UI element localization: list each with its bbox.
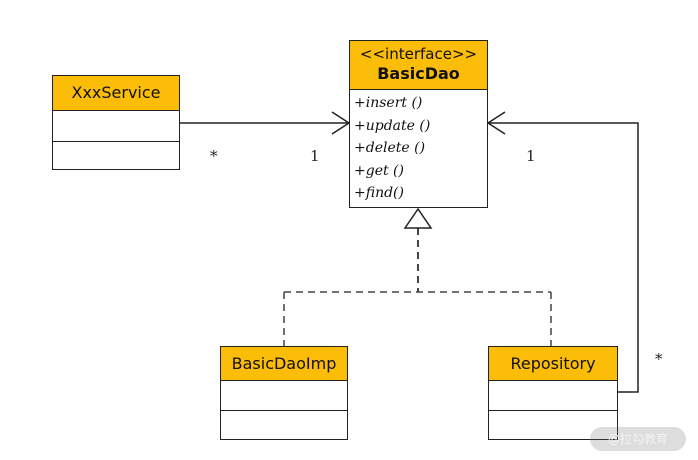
operation-insert: +insert () xyxy=(354,95,423,111)
realization-connector xyxy=(283,207,552,346)
realization-triangle-icon xyxy=(403,207,433,229)
class-header: <<interface>> BasicDao xyxy=(350,41,487,90)
multiplicity-repository-end: * xyxy=(655,350,663,368)
operations-compartment xyxy=(221,411,347,439)
class-basic-dao-imp[interactable]: BasicDaoImp xyxy=(220,346,348,440)
multiplicity-dao-end-service: 1 xyxy=(310,147,320,165)
attributes-compartment xyxy=(53,111,179,142)
stereotype-label: <<interface>> xyxy=(359,45,478,63)
class-name: Repository xyxy=(510,354,596,373)
watermark-badge: @拉勾教育 xyxy=(590,427,686,451)
operation-find: +find() xyxy=(354,185,404,201)
multiplicity-service-end: * xyxy=(210,147,218,165)
attributes-compartment xyxy=(489,381,617,411)
operations-compartment: +insert () +update () +delete () +get ()… xyxy=(350,90,487,205)
association-repository-to-dao xyxy=(486,111,639,393)
class-xxx-service[interactable]: XxxService xyxy=(52,75,180,170)
class-header: Repository xyxy=(489,347,617,381)
class-name: BasicDao xyxy=(377,64,460,83)
association-service-to-dao xyxy=(180,111,351,135)
class-name: BasicDaoImp xyxy=(231,354,337,373)
attributes-compartment xyxy=(221,381,347,411)
operation-update: +update () xyxy=(354,117,431,134)
operation-get: +get () xyxy=(354,162,404,179)
operations-compartment xyxy=(53,142,179,169)
operation-delete: +delete () xyxy=(354,140,426,156)
multiplicity-dao-end-repository: 1 xyxy=(526,147,536,165)
class-header: BasicDaoImp xyxy=(221,347,347,381)
class-name: XxxService xyxy=(71,83,161,102)
class-header: XxxService xyxy=(53,76,179,111)
interface-basic-dao[interactable]: <<interface>> BasicDao +insert () +updat… xyxy=(349,40,488,208)
class-repository[interactable]: Repository xyxy=(488,346,618,440)
